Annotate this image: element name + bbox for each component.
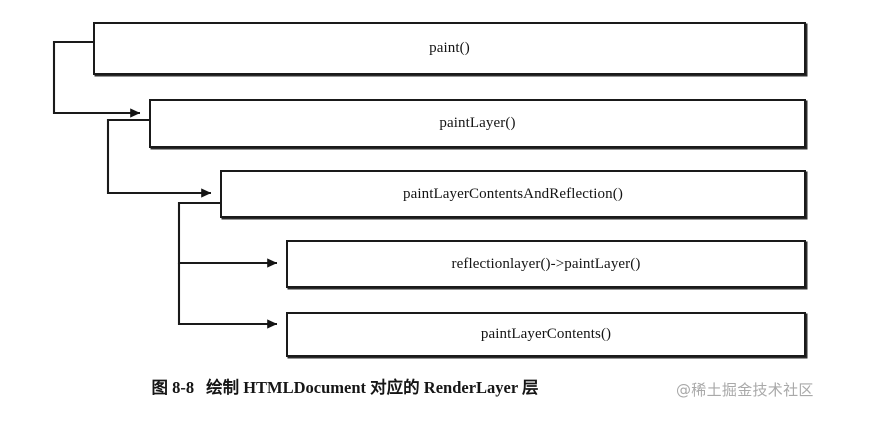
figure-caption-text: 绘制 HTMLDocument 对应的 RenderLayer 层 — [206, 378, 539, 397]
figure-caption: 图 8-8 绘制 HTMLDocument 对应的 RenderLayer 层 — [0, 374, 690, 398]
figure-caption-number: 图 8-8 — [151, 378, 195, 397]
node-paint-layer: paintLayer() — [149, 99, 806, 148]
edge-contentsAndReflection-to-contents — [177, 263, 278, 329]
node-paint: paint() — [93, 22, 806, 75]
edge-paint-to-paintLayer — [52, 40, 141, 118]
node-paint-layer-contents-label: paintLayerContents() — [480, 326, 612, 342]
node-paint-label: paint() — [429, 40, 470, 56]
watermark-label: @稀土掘金技术社区 — [676, 381, 814, 399]
node-paint-layer-label: paintLayer() — [439, 115, 516, 131]
edge-contentsAndReflection-to-reflection — [177, 201, 278, 268]
edge-paintLayer-to-contentsAndReflection — [106, 118, 212, 198]
edge-group — [52, 40, 278, 329]
node-paint-layer-contents: paintLayerContents() — [286, 312, 806, 357]
node-paint-layer-contents-and-reflection: paintLayerContentsAndReflection() — [220, 170, 806, 218]
node-reflectionlayer-paint-layer-label: reflectionlayer()->paintLayer() — [451, 255, 641, 272]
node-reflectionlayer-paint-layer: reflectionlayer()->paintLayer() — [286, 240, 806, 288]
node-paint-layer-contents-and-reflection-label: paintLayerContentsAndReflection() — [403, 185, 623, 202]
